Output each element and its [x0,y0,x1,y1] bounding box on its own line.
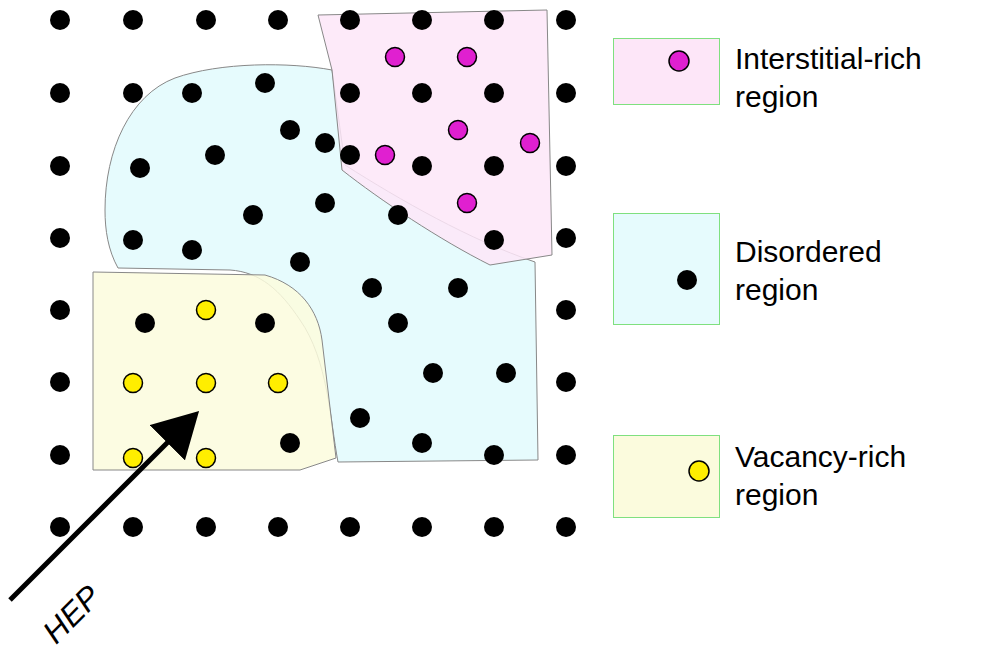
atom-dot [50,83,70,103]
atom-dot [182,83,202,103]
atom-dot [388,205,408,225]
legend-swatch [613,213,720,325]
atom-dot [255,73,275,93]
atom-dot [50,10,70,30]
atom-dot [197,374,216,393]
atom-dot [269,374,288,393]
atom-dot [556,300,576,320]
atom-dot [362,278,382,298]
atom-dot [556,83,576,103]
legend-label: Interstitial-rich region [735,40,935,115]
atom-dot [423,363,443,383]
atom-dot [135,313,155,333]
atom-dot [388,313,408,333]
atom-dot [484,10,504,30]
atom-dot [340,10,360,30]
atom-dots [50,10,576,537]
atom-dot [458,48,477,67]
swatch-dot [614,39,721,106]
atom-dot [123,230,143,250]
atom-dot [268,517,288,537]
hep-arrow [10,418,192,600]
atom-dot [521,134,540,153]
atom-dot [556,445,576,465]
atom-dot [458,194,477,213]
atom-dot [556,156,576,176]
atom-dot [255,313,275,333]
atom-dot [123,10,143,30]
atom-dot [484,83,504,103]
atom-dot [556,517,576,537]
atom-dot [315,133,335,153]
atom-dot [197,449,216,468]
atom-dot [50,372,70,392]
atom-dot [123,83,143,103]
atom-dot [205,145,225,165]
interstitial-region [318,10,552,265]
atom-dot [50,300,70,320]
beam-label: HEP [36,578,109,651]
legend-label: Disordered region [735,233,935,308]
atom-dot [197,301,216,320]
atom-dot [484,517,504,537]
atom-dot [196,10,216,30]
atom-dot [556,228,576,248]
atom-dot [556,10,576,30]
atom-dot [386,48,405,67]
atom-dot [412,433,432,453]
atom-dot [50,156,70,176]
atom-dot [50,228,70,248]
swatch-dot [614,214,721,326]
atom-dot [50,445,70,465]
atom-dot [280,433,300,453]
atom-dot [556,372,576,392]
atom-dot [340,83,360,103]
atom-dot [50,517,70,537]
atom-dot [496,363,516,383]
atom-dot [412,10,432,30]
atom-dot [484,156,504,176]
legend-label: Vacancy-rich region [735,438,935,513]
atom-dot [412,83,432,103]
atom-dot [412,156,432,176]
atom-dot [123,517,143,537]
atom-dot [268,10,288,30]
atom-dot [350,408,370,428]
atom-dot [340,517,360,537]
atom-dot [182,240,202,260]
atom-dot [412,517,432,537]
atom-dot [290,252,310,272]
atom-dot [124,374,143,393]
atom-dot [484,230,504,250]
atom-dot [124,449,143,468]
atom-dot [315,193,335,213]
vacancy-region [93,272,336,470]
atom-dot [280,120,300,140]
legend-swatch [613,38,720,105]
atom-dot [243,205,263,225]
swatch-dot [614,436,721,519]
legend-swatch [613,435,720,518]
atom-dot [376,146,395,165]
atom-dot [130,158,150,178]
atom-dot [449,121,468,140]
atom-dot [448,278,468,298]
atom-dot [340,145,360,165]
atom-dot [196,517,216,537]
atom-dot [484,445,504,465]
